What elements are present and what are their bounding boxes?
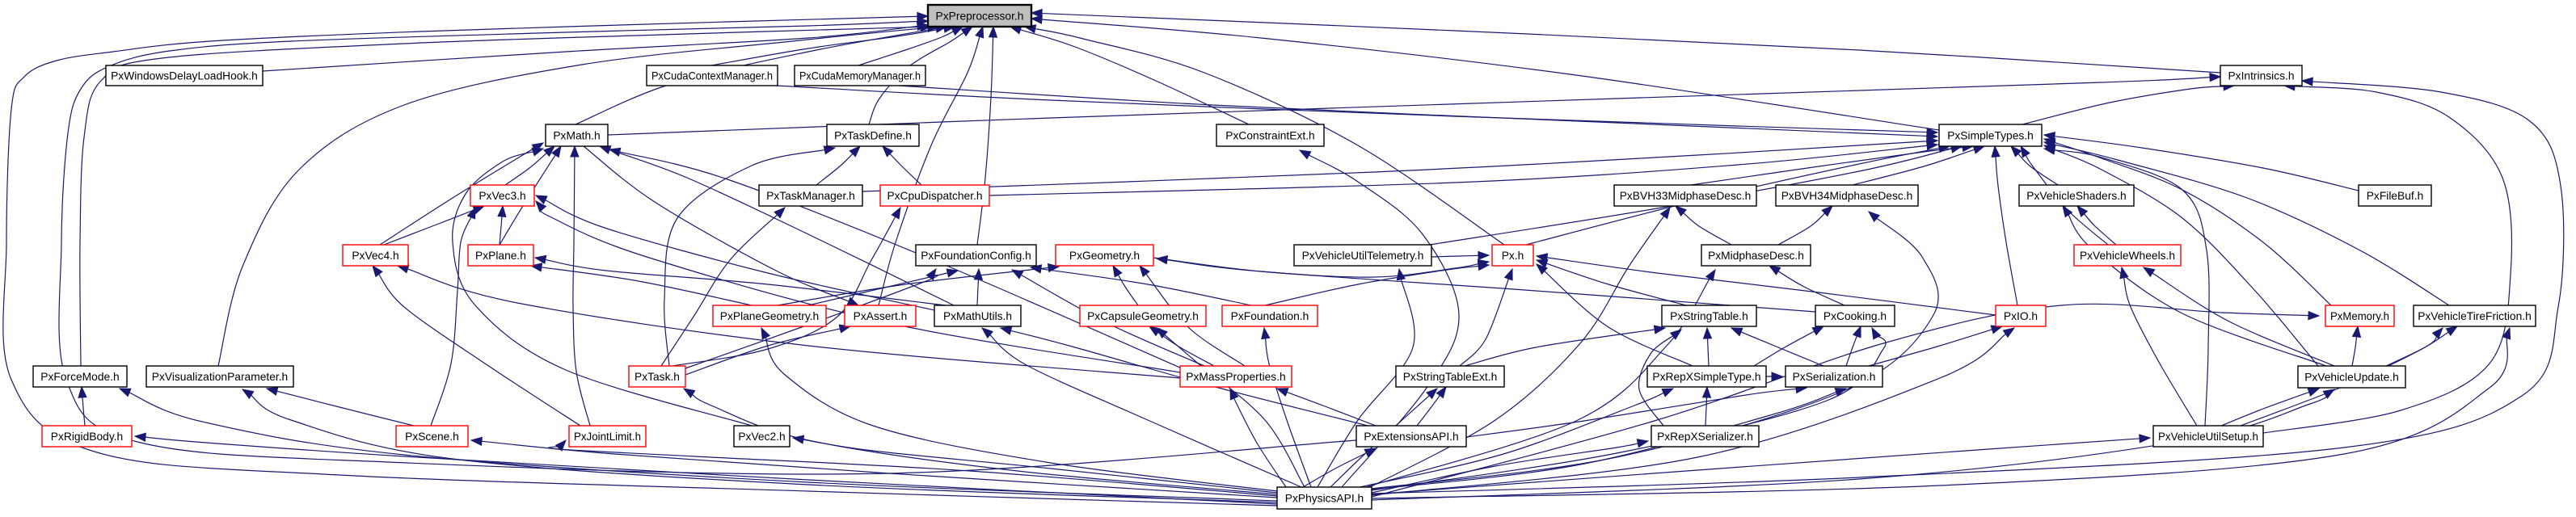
svg-text:PxCapsuleGeometry.h: PxCapsuleGeometry.h — [1087, 310, 1199, 322]
svg-text:PxVec3.h: PxVec3.h — [479, 190, 525, 202]
svg-text:PxCudaContextManager.h: PxCudaContextManager.h — [651, 70, 773, 82]
svg-text:PxJointLimit.h: PxJointLimit.h — [574, 431, 641, 443]
svg-text:PxPlaneGeometry.h: PxPlaneGeometry.h — [720, 310, 819, 322]
svg-text:PxMathUtils.h: PxMathUtils.h — [943, 310, 1012, 322]
svg-text:PxSimpleTypes.h: PxSimpleTypes.h — [1947, 130, 2034, 142]
svg-text:PxPhysicsAPI.h: PxPhysicsAPI.h — [1285, 493, 1364, 505]
svg-text:PxVehicleTireFriction.h: PxVehicleTireFriction.h — [2418, 310, 2532, 322]
svg-text:PxTask.h: PxTask.h — [635, 371, 680, 383]
svg-text:PxFoundationConfig.h: PxFoundationConfig.h — [921, 250, 1031, 262]
svg-text:PxGeometry.h: PxGeometry.h — [1069, 250, 1140, 262]
svg-text:PxStringTable.h: PxStringTable.h — [1670, 310, 1748, 322]
svg-text:PxCpuDispatcher.h: PxCpuDispatcher.h — [887, 190, 982, 202]
svg-text:PxExtensionsAPI.h: PxExtensionsAPI.h — [1364, 431, 1458, 443]
svg-text:PxVehicleUtilTelemetry.h: PxVehicleUtilTelemetry.h — [1302, 250, 1424, 262]
svg-text:PxTaskManager.h: PxTaskManager.h — [766, 190, 855, 202]
svg-text:PxVisualizationParameter.h: PxVisualizationParameter.h — [152, 371, 288, 383]
svg-text:PxVec4.h: PxVec4.h — [352, 250, 398, 262]
svg-text:Px.h: Px.h — [1502, 250, 1524, 262]
svg-text:PxForceMode.h: PxForceMode.h — [40, 371, 119, 383]
svg-text:PxBVH33MidphaseDesc.h: PxBVH33MidphaseDesc.h — [1620, 190, 1752, 202]
svg-text:PxVehicleUpdate.h: PxVehicleUpdate.h — [2304, 372, 2399, 384]
svg-text:PxBVH34MidphaseDesc.h: PxBVH34MidphaseDesc.h — [1781, 190, 1913, 202]
svg-text:PxWindowsDelayLoadHook.h: PxWindowsDelayLoadHook.h — [111, 70, 258, 82]
svg-text:PxIntrinsics.h: PxIntrinsics.h — [2228, 70, 2294, 82]
svg-text:PxIO.h: PxIO.h — [2004, 310, 2038, 322]
svg-text:PxMath.h: PxMath.h — [553, 130, 600, 142]
svg-text:PxRigidBody.h: PxRigidBody.h — [51, 431, 123, 443]
svg-text:PxVehicleUtilSetup.h: PxVehicleUtilSetup.h — [2158, 431, 2258, 443]
svg-text:PxVehicleWheels.h: PxVehicleWheels.h — [2080, 250, 2175, 262]
svg-text:PxPlane.h: PxPlane.h — [475, 250, 526, 262]
svg-text:PxStringTableExt.h: PxStringTableExt.h — [1403, 371, 1498, 383]
svg-text:PxVehicleShaders.h: PxVehicleShaders.h — [2026, 190, 2127, 202]
svg-text:PxPreprocessor.h: PxPreprocessor.h — [936, 11, 1024, 23]
svg-text:PxVec2.h: PxVec2.h — [738, 431, 785, 443]
svg-text:PxScene.h: PxScene.h — [405, 431, 459, 443]
svg-text:PxAssert.h: PxAssert.h — [854, 310, 908, 322]
svg-text:PxCudaMemoryManager.h: PxCudaMemoryManager.h — [799, 70, 921, 82]
svg-text:PxCooking.h: PxCooking.h — [1823, 310, 1887, 322]
svg-text:PxMassProperties.h: PxMassProperties.h — [1186, 371, 1285, 383]
svg-text:PxFoundation.h: PxFoundation.h — [1231, 310, 1309, 322]
svg-text:PxRepXSerializer.h: PxRepXSerializer.h — [1657, 431, 1753, 443]
svg-text:PxConstraintExt.h: PxConstraintExt.h — [1225, 130, 1314, 142]
svg-text:PxMemory.h: PxMemory.h — [2330, 310, 2389, 322]
svg-text:PxMidphaseDesc.h: PxMidphaseDesc.h — [1708, 250, 1804, 262]
svg-text:PxFileBuf.h: PxFileBuf.h — [2367, 190, 2424, 202]
svg-text:PxRepXSimpleType.h: PxRepXSimpleType.h — [1652, 371, 1760, 383]
svg-text:PxSerialization.h: PxSerialization.h — [1793, 371, 1876, 383]
svg-text:PxTaskDefine.h: PxTaskDefine.h — [834, 130, 912, 142]
